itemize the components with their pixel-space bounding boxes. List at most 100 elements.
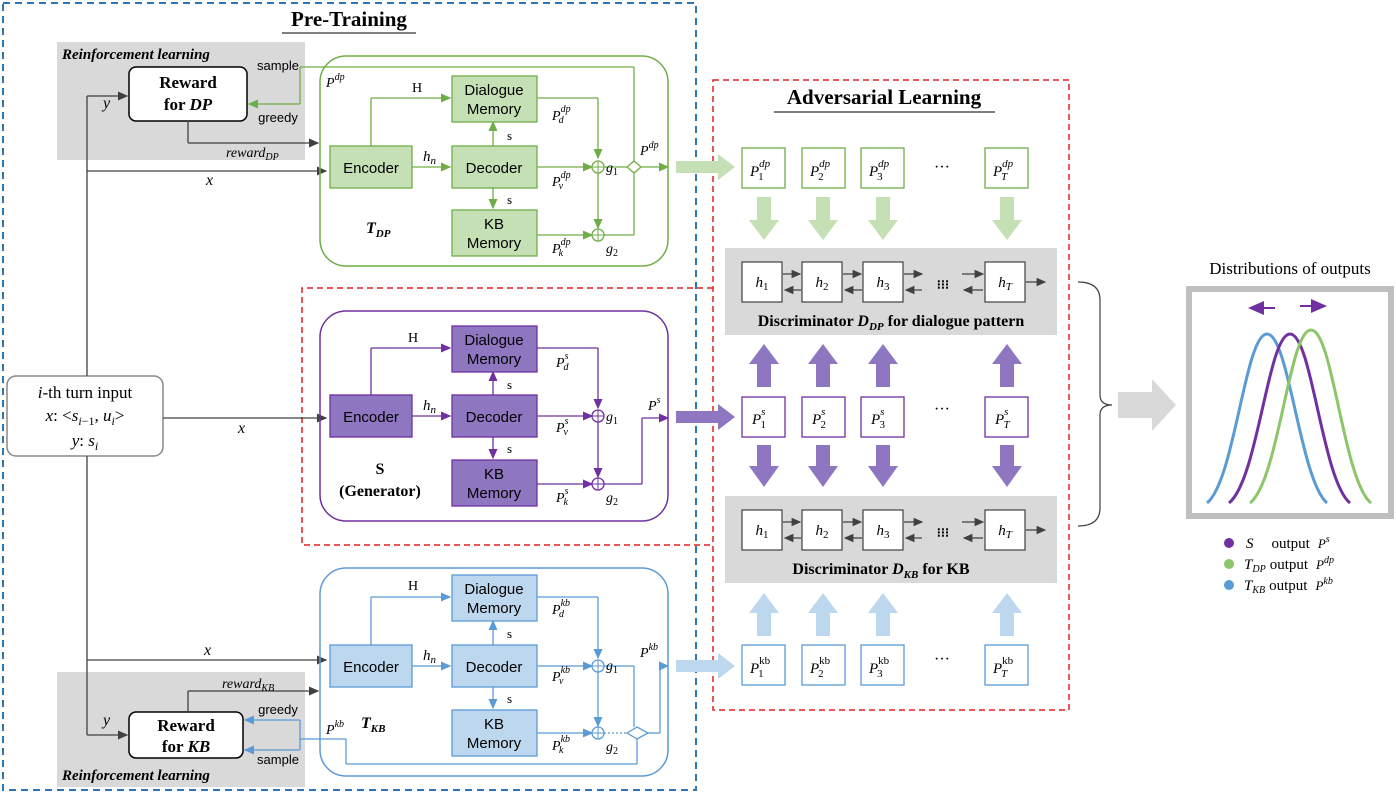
adv-s-ellipsis: ··· [934, 401, 950, 418]
disc-dp-label: Discriminator DDP for dialogue pattern [758, 313, 1025, 333]
s-label: S [376, 461, 385, 478]
tdp-decoder-label: Decoder [466, 160, 523, 177]
tkb-dm-label2: Memory [467, 600, 522, 617]
tdp-dm-label2: Memory [467, 101, 522, 118]
s-hn: hn [423, 398, 437, 416]
s-H: H [408, 331, 418, 346]
generator-frame [301, 287, 713, 546]
rl-label-bottom: Reinforcement learning [61, 768, 210, 784]
adv-row-kb [741, 644, 1029, 686]
tdp-kb-label2: Memory [467, 235, 522, 252]
right-brace [1077, 281, 1113, 527]
input-box [6, 375, 164, 457]
pretraining-frame [2, 2, 697, 791]
legend-dot-s [1224, 538, 1234, 548]
s-s-down: s [507, 441, 512, 456]
tkb-out: Pkb [639, 642, 658, 661]
tdp-diamond [626, 160, 642, 174]
tdp-feedback-label: Pdp [325, 72, 345, 91]
x-label-top: x [205, 172, 213, 189]
y-label-bottom: y [101, 712, 111, 729]
block-arrows-purple-down [749, 445, 1022, 487]
thick-arrow-s [676, 404, 735, 430]
s-decoder-label: Decoder [466, 409, 523, 426]
rl-label-top: Reinforcement learning [61, 47, 210, 63]
big-gray-arrow [1118, 379, 1176, 431]
s-dialogue-memory [451, 325, 538, 373]
s-dm-label2: Memory [467, 351, 522, 368]
sample-label-bottom: sample [257, 752, 299, 767]
tkb-dialogue-memory [451, 574, 538, 622]
tdp-gate-g1-plus [592, 161, 604, 173]
tkb-kb-label2: Memory [467, 735, 522, 752]
s-gate-g1-plus [592, 410, 604, 422]
reward-kb-signal: rewardKB [222, 677, 274, 694]
adv-kb-ellipsis: ··· [934, 651, 950, 668]
s-s-up: s [507, 377, 512, 392]
reward-kb-box [128, 711, 244, 759]
s-lines [370, 343, 670, 489]
x-label-mid: x [237, 420, 245, 437]
disc-dp-cells [741, 261, 1026, 303]
tkb-s-up: s [507, 626, 512, 641]
tkb-diamond [625, 726, 650, 740]
tkb-g2: g2 [606, 740, 618, 757]
s-kb-label2: Memory [467, 485, 522, 502]
reward-dp-line2: for DP [164, 95, 213, 114]
thick-arrow-kb [676, 653, 735, 679]
tkb-encoder [329, 644, 413, 688]
disc-kb-arrows [783, 517, 1047, 543]
disc-dp-dots: ⁝⁝⁝ [937, 277, 949, 292]
tdp-decoder [451, 145, 538, 189]
tkb-dm-label: Dialogue [464, 581, 523, 598]
tdp-g2: g2 [606, 242, 618, 259]
distributions-title: Distributions of outputs [1209, 259, 1371, 278]
tkb-s-down: s [507, 691, 512, 706]
pretraining-title: Pre-Training [291, 7, 407, 31]
adv-row-dp [741, 147, 1029, 189]
tkb-label: TKB [361, 715, 385, 735]
legend-dot-tkb [1224, 580, 1234, 590]
tdp-s-down: s [507, 192, 512, 207]
tkb-kb-memory [451, 709, 538, 757]
s-label-2: (Generator) [339, 483, 421, 500]
tdp-dialogue-memory [451, 75, 538, 123]
s-kb-label: KB [484, 466, 504, 483]
tkb-feedback-label: Pkb [325, 719, 344, 738]
trunk-lines [86, 91, 328, 740]
s-encoder-label: Encoder [343, 409, 399, 426]
tkb-hn: hn [423, 648, 437, 666]
tdp-hn: hn [423, 149, 437, 167]
disc-dp-arrows [783, 269, 1047, 295]
tdp-H: H [412, 81, 422, 96]
tkb-lines [243, 592, 670, 765]
tkb-decoder-label: Decoder [466, 659, 523, 676]
disc-kb-label: Discriminator DKB for KB [792, 561, 970, 581]
tdp-g1: g1 [606, 161, 618, 178]
input-line2: x: <si−1, ui> [45, 406, 125, 428]
greedy-label-top: greedy [258, 110, 298, 125]
x-label-bottom: x [203, 642, 211, 659]
adversarial-frame [712, 79, 1070, 711]
s-dm-label: Dialogue [464, 332, 523, 349]
tdp-label: TDP [366, 220, 391, 240]
tkb-encoder-label: Encoder [343, 659, 399, 676]
s-gate-g2-plus [592, 478, 604, 490]
curve-tkb [1205, 332, 1329, 505]
block-arrows-purple-up [749, 344, 1022, 387]
y-label-top: y [101, 95, 111, 112]
disc-kb-cells [741, 509, 1026, 551]
tkb-H: H [408, 579, 418, 594]
